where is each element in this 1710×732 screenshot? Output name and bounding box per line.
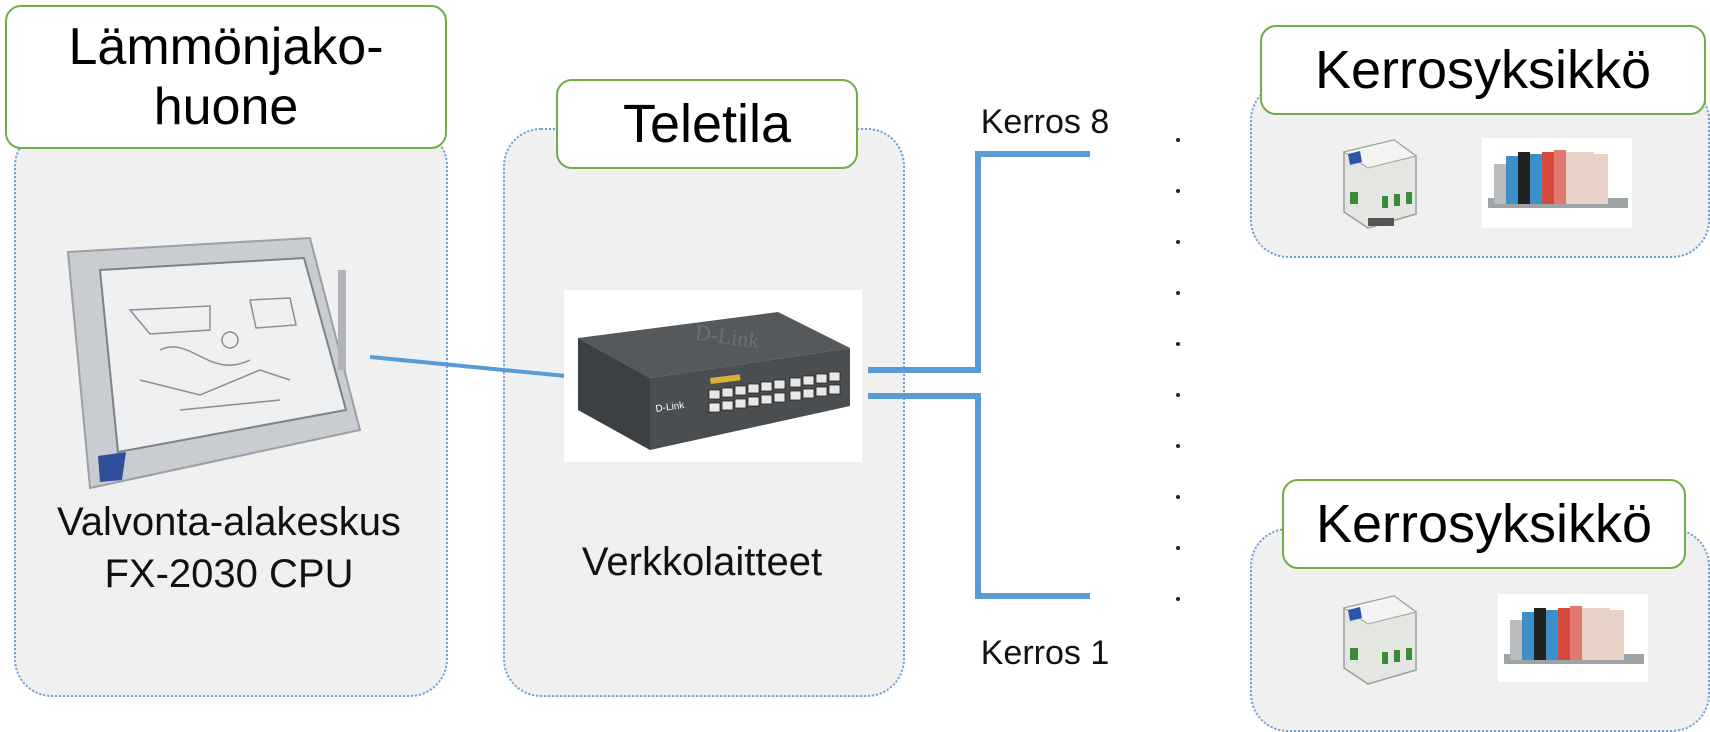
branch-upper-line: [868, 151, 1090, 373]
floor-label-bottom-text: Kerros 1: [980, 634, 1110, 672]
dot: [1176, 597, 1180, 601]
teletila-title: Teletila: [556, 79, 858, 169]
branch-lower-line: [868, 393, 1090, 599]
switch-caption: Verkkolaitteet: [503, 540, 901, 585]
terminal-block-frame-bottom: [1498, 594, 1648, 682]
connection-lines: [369, 151, 1090, 599]
lammonjako-title: Lämmönjako- huone: [5, 5, 447, 149]
terminal-block-icon: [1488, 150, 1628, 208]
touch-panel-icon: [66, 236, 362, 490]
dot: [1176, 546, 1180, 550]
cpu-to-switch-line: [369, 355, 567, 378]
floor-label-bottom: Kerros 1: [965, 634, 1125, 673]
cpu-caption: Valvonta-alakeskus FX-2030 CPU: [14, 496, 444, 600]
lammonjako-title-text: Lämmönjako- huone: [68, 18, 384, 136]
kerrosyksikko-bottom-title: Kerrosyksikkö: [1282, 479, 1686, 569]
dot: [1176, 444, 1180, 448]
switch-ports: [708, 371, 841, 413]
switch-caption-text: Verkkolaitteet: [581, 540, 823, 584]
kerrosyksikko-top-title: Kerrosyksikkö: [1260, 25, 1706, 115]
terminal-block-frame-top: [1482, 138, 1632, 228]
kerrosyksikko-top-title-text: Kerrosyksikkö: [1314, 40, 1652, 100]
dot: [1176, 240, 1180, 244]
dot: [1176, 138, 1180, 142]
din-rail-module-icon: [1342, 595, 1418, 685]
kerrosyksikko-bottom-title-text: Kerrosyksikkö: [1315, 494, 1653, 554]
dot: [1176, 291, 1180, 295]
cpu-caption-line2: FX-2030 CPU: [104, 552, 354, 596]
network-switch-icon: D-Link D-Link: [578, 312, 850, 450]
terminal-block-icon: [1504, 606, 1644, 664]
din-rail-module-icon: [1342, 139, 1418, 229]
dot: [1176, 393, 1180, 397]
floor-label-top: Kerros 8: [965, 103, 1125, 142]
teletila-title-text: Teletila: [622, 94, 792, 154]
floor-ellipsis-dots: [1176, 138, 1186, 648]
dot: [1176, 495, 1180, 499]
switch-brand-label: D-Link: [655, 400, 686, 415]
dot: [1176, 342, 1180, 346]
dot: [1176, 189, 1180, 193]
floor-label-top-text: Kerros 8: [980, 103, 1110, 141]
cpu-caption-line1: Valvonta-alakeskus: [57, 500, 401, 544]
switch-image-frame: D-Link D-Link: [564, 290, 862, 462]
